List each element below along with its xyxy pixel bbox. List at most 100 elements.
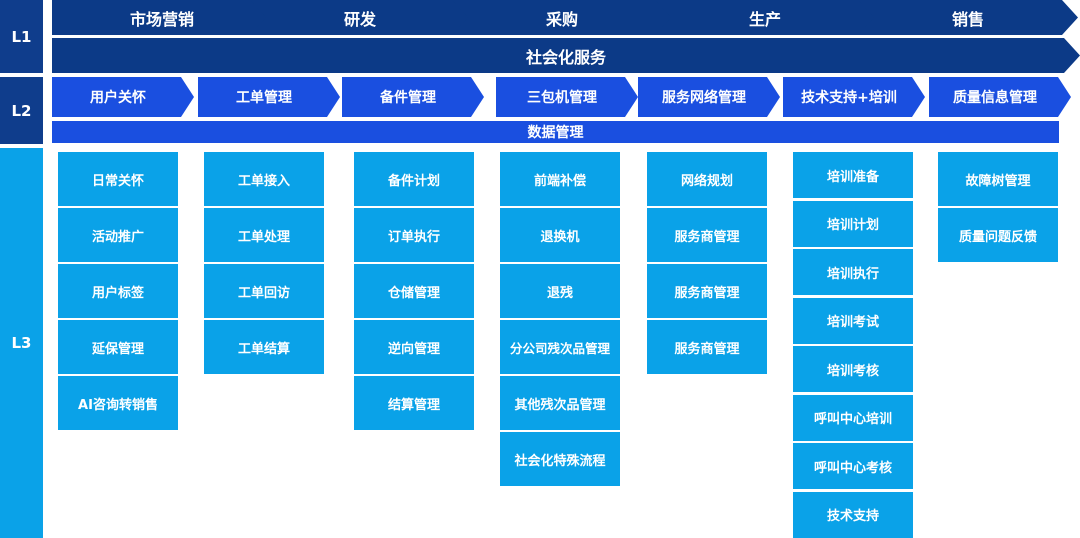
level-label-text: L1	[11, 27, 32, 46]
l3-item: 质量问题反馈	[938, 208, 1058, 262]
l3-item: 工单结算	[204, 320, 324, 374]
l2-stage: 三包机管理	[496, 77, 638, 117]
l1-stage-label: 采购	[545, 9, 578, 29]
l3-item-label: 工单回访	[237, 285, 290, 301]
l3-item: 工单处理	[204, 208, 324, 262]
l3-item-label: 培训准备	[826, 169, 879, 185]
l3-item: 服务商管理	[647, 264, 767, 318]
l3-item: 工单回访	[204, 264, 324, 318]
l1-stage-label: 销售	[951, 9, 984, 29]
l3-item-label: 前端补偿	[533, 173, 586, 189]
level-label-text: L3	[11, 334, 32, 352]
l2-stage: 备件管理	[342, 77, 484, 117]
l3-item-label: 培训执行	[826, 266, 879, 282]
l2-stage-label: 工单管理	[236, 90, 292, 106]
l1-stage: 生产	[655, 0, 875, 35]
level-label-l1: L1	[0, 0, 43, 73]
l3-item: 其他残次品管理	[500, 376, 620, 430]
l1-stage-label: 市场营销	[129, 9, 194, 29]
l1-stage: 销售	[858, 0, 1078, 35]
level-label-l3: L3	[0, 148, 43, 538]
l3-item: 结算管理	[354, 376, 474, 430]
l3-item: 活动推广	[58, 208, 178, 262]
l3-item: 呼叫中心培训	[793, 394, 913, 441]
l3-item-label: 备件计划	[387, 173, 440, 189]
l2-stage: 用户关怀	[52, 77, 194, 117]
l3-item-label: 工单处理	[237, 229, 290, 245]
l2-bar-data-management: 数据管理	[52, 121, 1059, 143]
l3-item: 日常关怀	[58, 152, 178, 206]
l3-item-label: 仓储管理	[387, 285, 440, 301]
l3-item: 仓储管理	[354, 264, 474, 318]
l3-item: 呼叫中心考核	[793, 443, 913, 489]
l3-item-label: 社会化特殊流程	[514, 453, 606, 469]
l3-item-label: 服务商管理	[674, 285, 740, 301]
l2-stage-label: 质量信息管理	[953, 90, 1037, 106]
l3-item: 用户标签	[58, 264, 178, 318]
l3-item: 退残	[500, 264, 620, 318]
l3-item: 技术支持	[793, 491, 913, 538]
l3-item-label: 呼叫中心考核	[813, 460, 892, 476]
l3-item-label: 活动推广	[91, 229, 144, 245]
l3-item-label: 培训考核	[826, 363, 879, 379]
l1-stage: 市场营销	[52, 0, 272, 35]
l3-item-label: 工单接入	[237, 173, 290, 189]
l3-item-label: 日常关怀	[91, 173, 144, 189]
l3-item: 延保管理	[58, 320, 178, 374]
l3-item-label: 用户标签	[91, 285, 144, 301]
l3-item-label: 培训计划	[826, 218, 879, 233]
l3-item-label: 退残	[546, 285, 573, 301]
l3-item: 网络规划	[647, 152, 767, 206]
l3-item-label: 培训考试	[826, 315, 879, 330]
l3-item: 培训考试	[793, 297, 913, 344]
l2-stage-label: 三包机管理	[527, 90, 597, 106]
l2-stage-label: 备件管理	[380, 90, 436, 106]
l3-item-label: 技术支持	[826, 509, 879, 524]
l3-item-label: 分公司残次品管理	[509, 340, 610, 356]
l3-item: 培训执行	[793, 249, 913, 295]
level-label-text: L2	[11, 101, 32, 120]
l3-item: AI咨询转销售	[58, 376, 178, 430]
l1-stage: 研发	[250, 0, 470, 35]
l3-item: 退换机	[500, 208, 620, 262]
l3-item-label: 延保管理	[91, 341, 144, 357]
l3-item-label: 结算管理	[387, 397, 440, 413]
l3-item: 逆向管理	[354, 320, 474, 374]
l3-item-label: 其他残次品管理	[514, 397, 606, 413]
l1-stage-label: 研发	[343, 9, 376, 29]
l3-item: 培训考核	[793, 346, 913, 392]
l2-stage-label: 用户关怀	[90, 90, 146, 106]
l3-item-label: 服务商管理	[674, 229, 740, 245]
l3-item: 培训计划	[793, 200, 913, 247]
l2-stage: 技术支持+培训	[783, 77, 925, 117]
l3-item-label: 服务商管理	[674, 341, 740, 357]
l2-stage: 质量信息管理	[929, 77, 1071, 117]
l1-bar-social-service: 社会化服务	[52, 38, 1080, 73]
l3-item-label: 订单执行	[387, 229, 440, 245]
level-label-l2: L2	[0, 77, 43, 144]
l3-item-label: 逆向管理	[387, 341, 440, 357]
l2-stage: 工单管理	[198, 77, 340, 117]
l3-item-label: AI咨询转销售	[78, 397, 158, 413]
l3-item: 故障树管理	[938, 152, 1058, 206]
l3-item: 分公司残次品管理	[500, 320, 620, 374]
l3-item-label: 呼叫中心培训	[813, 412, 892, 427]
l3-item-label: 故障树管理	[965, 173, 1031, 189]
l3-item: 服务商管理	[647, 208, 767, 262]
l1-stage: 采购	[452, 0, 672, 35]
l2-bar-label: 数据管理	[527, 125, 584, 141]
l3-item: 社会化特殊流程	[500, 432, 620, 486]
l3-item: 订单执行	[354, 208, 474, 262]
l1-bar-label: 社会化服务	[525, 47, 606, 67]
l3-item: 工单接入	[204, 152, 324, 206]
l3-item: 前端补偿	[500, 152, 620, 206]
l2-stage-label: 技术支持+培训	[801, 90, 897, 106]
l2-stage-label: 服务网络管理	[662, 90, 746, 106]
l2-stage: 服务网络管理	[638, 77, 780, 117]
l3-item-label: 退换机	[540, 229, 580, 245]
l3-item-label: 质量问题反馈	[958, 229, 1037, 245]
l3-item: 服务商管理	[647, 320, 767, 374]
l3-item-label: 工单结算	[237, 341, 290, 357]
l3-item-label: 网络规划	[680, 173, 733, 189]
l3-item: 备件计划	[354, 152, 474, 206]
